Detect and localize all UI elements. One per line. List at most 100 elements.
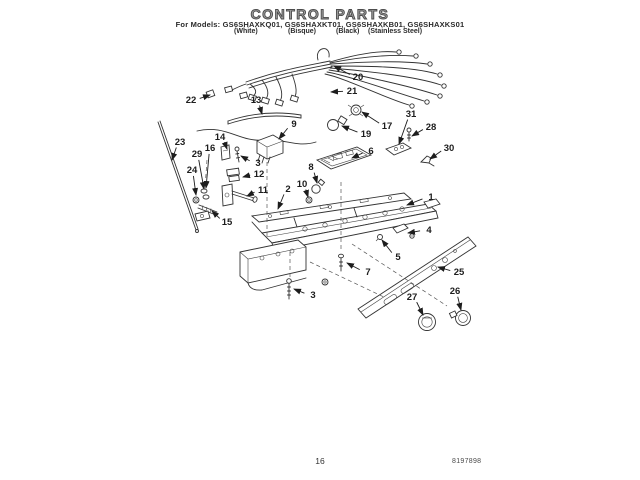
- callout-leader-4: [407, 228, 421, 235]
- callout-leader-25: [437, 266, 451, 272]
- callout-leader-31: [398, 119, 409, 145]
- callout-leader-5: [381, 239, 393, 253]
- callout-leader-3: [240, 155, 250, 162]
- callout-number-27: 27: [407, 292, 418, 303]
- callout-leader-14: [221, 141, 228, 150]
- callout-number-3: 3: [310, 290, 315, 301]
- color-label-black: (Black): [336, 28, 360, 35]
- callout-number-4: 4: [426, 225, 432, 236]
- callout-number-29: 29: [192, 149, 203, 160]
- callout-leader-13: [257, 105, 263, 115]
- screw-3-lower: [286, 278, 329, 300]
- light-bulb-19: [327, 115, 348, 131]
- callout-leader-12: [242, 172, 251, 179]
- callout-leader-15: [211, 210, 221, 219]
- callout-number-20: 20: [353, 72, 364, 83]
- callout-leader-24: [192, 175, 199, 196]
- callout-leader-11: [246, 190, 255, 197]
- callout-leader-22: [199, 94, 211, 101]
- callout-number-1: 1: [428, 192, 434, 203]
- color-label-bisque: (Bisque): [288, 28, 316, 35]
- page-number: 16: [315, 456, 325, 466]
- bulb-socket-17: [347, 104, 365, 117]
- screw-3-upper: [234, 146, 240, 163]
- callout-leader-26: [456, 296, 463, 311]
- callout-leader-23: [171, 147, 178, 161]
- document-number: 8197898: [452, 458, 482, 465]
- callout-number-24: 24: [187, 165, 198, 176]
- capillary-tube: [157, 120, 199, 233]
- callout-leader-21: [330, 88, 344, 95]
- callout-number-15: 15: [222, 217, 233, 228]
- washer-29: [200, 188, 208, 194]
- wire-harness: [205, 48, 447, 109]
- callout-number-5: 5: [395, 252, 401, 263]
- control-knob-27: [418, 313, 436, 331]
- grommet-10: [305, 196, 313, 204]
- screw-28: [406, 127, 412, 142]
- clip-14: [220, 144, 231, 161]
- callout-number-16: 16: [205, 143, 216, 154]
- callout-layer: 2220211391917312830681021112314162924231…: [171, 65, 465, 316]
- clip-12: [226, 167, 240, 183]
- callout-leader-9: [278, 127, 288, 140]
- callout-leader-28: [411, 129, 424, 137]
- callout-number-10: 10: [297, 179, 308, 190]
- control-knob-26: [448, 310, 471, 326]
- callout-number-14: 14: [215, 132, 226, 143]
- control-board-6: [315, 146, 373, 170]
- control-box: [239, 239, 307, 291]
- callout-number-31: 31: [406, 109, 417, 120]
- callout-number-17: 17: [382, 121, 393, 132]
- callout-leader-29: [198, 159, 206, 190]
- callout-number-13: 13: [251, 95, 262, 106]
- callout-number-3: 3: [255, 158, 260, 169]
- callout-number-26: 26: [450, 286, 461, 297]
- shaft-11: [221, 183, 258, 207]
- callout-number-8: 8: [308, 162, 313, 173]
- color-label-stainless: (Stainless Steel): [368, 28, 423, 35]
- callout-leader-2: [277, 194, 285, 210]
- callout-leader-30: [429, 150, 442, 160]
- callout-leader-16: [203, 153, 210, 189]
- callout-number-25: 25: [454, 267, 465, 278]
- models-line: For Models: GS6SHAXKQ01, GS6SHAXKT01, GS…: [175, 20, 465, 29]
- bracket-4: [392, 223, 415, 239]
- callout-number-19: 19: [361, 129, 372, 140]
- color-label-white: (White): [234, 28, 258, 35]
- callout-leader-17: [361, 111, 380, 124]
- callout-number-30: 30: [444, 143, 455, 154]
- washer-16: [202, 194, 210, 200]
- callout-leader-10: [303, 189, 309, 198]
- callout-number-21: 21: [347, 86, 358, 97]
- callout-number-6: 6: [368, 146, 373, 157]
- callout-number-2: 2: [285, 184, 290, 195]
- light-bulb-8: [311, 178, 326, 194]
- control-housing-assembly: [250, 192, 441, 252]
- callout-leader-6: [351, 152, 363, 159]
- callout-number-23: 23: [175, 137, 186, 148]
- nut-24: [192, 196, 200, 204]
- page-title: CONTROL PARTS: [250, 6, 390, 23]
- callout-number-9: 9: [291, 119, 296, 130]
- callout-leader-19: [341, 125, 358, 133]
- callout-leader-8: [312, 172, 319, 184]
- assembly-dashed-lines: [204, 159, 448, 307]
- callout-number-22: 22: [186, 95, 197, 106]
- sensor-board-31: [385, 142, 412, 156]
- control-module: [256, 134, 284, 164]
- callout-leader-20: [333, 65, 351, 75]
- grille-panel: [357, 236, 477, 319]
- trim-strip: [227, 112, 302, 125]
- callout-number-12: 12: [254, 169, 265, 180]
- callout-number-28: 28: [426, 122, 437, 133]
- callout-number-7: 7: [365, 267, 370, 278]
- callout-leader-7: [346, 262, 360, 271]
- grommet-5: [375, 234, 383, 242]
- callout-leader-27: [416, 301, 424, 316]
- screw-7: [338, 253, 344, 272]
- bracket-lower-left: [194, 210, 211, 222]
- callout-number-11: 11: [258, 185, 269, 196]
